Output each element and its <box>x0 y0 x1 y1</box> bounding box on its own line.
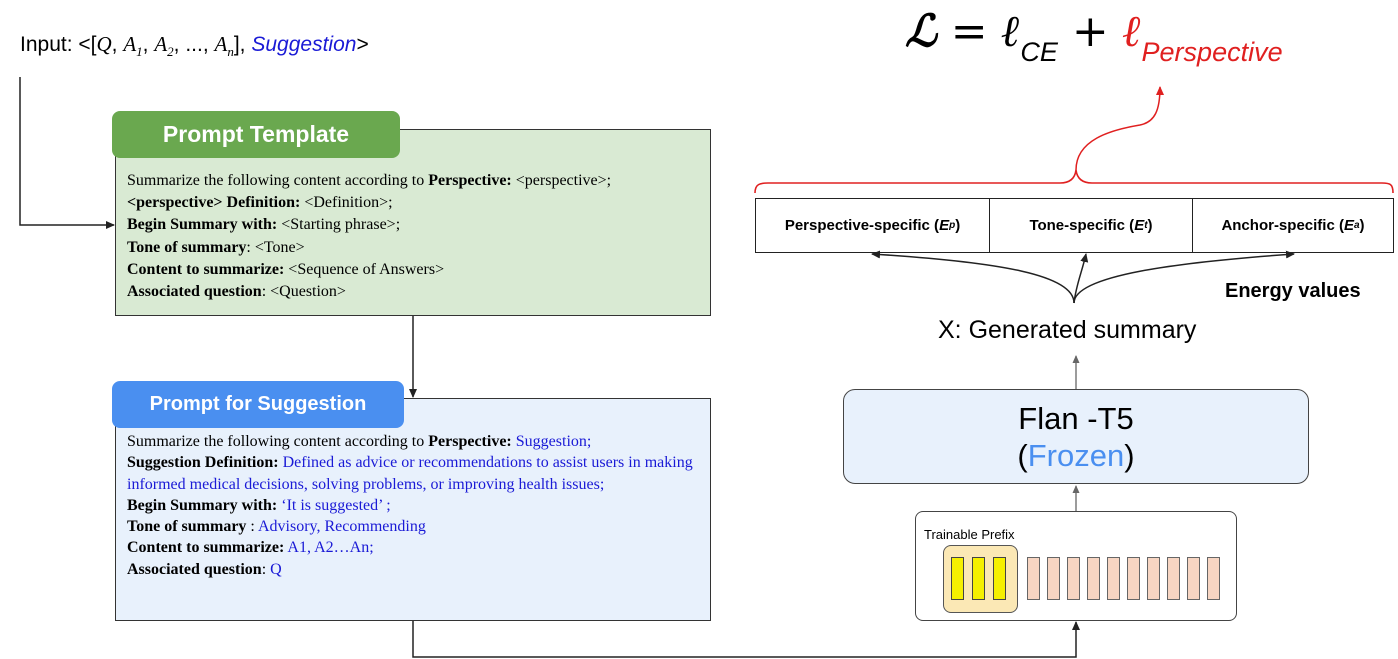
input-token <box>1167 557 1180 600</box>
trainable-prefix-token <box>993 557 1006 600</box>
input-to-template-arrow <box>19 77 115 229</box>
input-token <box>1207 557 1220 600</box>
suggestion-line: Suggestion Definition: Defined as advice… <box>127 454 693 493</box>
template-line: Associated question: <Question> <box>127 283 346 301</box>
input-token <box>1087 557 1100 600</box>
suggestion-line: Begin Summary with: ‘It is suggested’ ; <box>127 496 391 514</box>
trainable-prefix-token <box>972 557 985 600</box>
suggestion-line: Content to summarize: A1, A2…An; <box>127 539 374 557</box>
brace-to-loss-arrow <box>1075 86 1164 171</box>
prompt-template-title: Prompt Template <box>112 111 400 158</box>
prompt-suggestion-box <box>115 398 711 621</box>
input-token <box>1027 557 1040 600</box>
perspective-loss-label: Perspective <box>1141 37 1283 67</box>
trainable-prefix-token <box>951 557 964 600</box>
summary-to-perspective-energy-arrow <box>871 250 1075 304</box>
suggestion-label: Suggestion <box>251 33 357 56</box>
template-line: <perspective> Definition: <Definition>; <box>127 194 393 212</box>
input-token <box>1127 557 1140 600</box>
template-line: Summarize the following content accordin… <box>127 172 612 189</box>
summary-to-anchor-energy-arrow <box>1073 250 1295 304</box>
energy-brace <box>754 169 1394 194</box>
template-line: Content to summarize: <Sequence of Answe… <box>127 260 445 278</box>
input-token <box>1047 557 1060 600</box>
prompt-template-box <box>115 129 711 316</box>
generated-summary-label: X: Generated summary <box>938 316 1197 344</box>
input-token <box>1147 557 1160 600</box>
trainable-prefix-label: Trainable Prefix <box>924 527 1015 542</box>
model-name: Flan -T5 <box>1018 401 1134 436</box>
prompt-suggestion-text: Summarize the following content accordin… <box>127 431 702 580</box>
model-status: (Frozen) <box>1017 438 1135 473</box>
suggestion-to-prefix-arrow <box>412 621 1080 658</box>
suggestion-line: Associated question: Q <box>127 560 282 578</box>
input-token <box>1067 557 1080 600</box>
prompt-suggestion-title: Prompt for Suggestion <box>112 381 404 428</box>
flan-t5-model-box: Flan -T5 (Frozen) <box>843 389 1309 484</box>
loss-equation: ℒ = ℓCE + ℓPerspective <box>905 6 1283 67</box>
suggestion-line: Summarize the following content accordin… <box>127 433 592 450</box>
input-description: Input: <[Q, A1, A2, ..., An], Suggestion… <box>20 32 369 60</box>
template-line: Begin Summary with: <Starting phrase>; <box>127 216 401 234</box>
template-line: Tone of summary: <Tone> <box>127 238 305 256</box>
energy-values-caption: Energy values <box>1225 280 1361 302</box>
input-token <box>1107 557 1120 600</box>
prompt-template-text: Summarize the following content accordin… <box>127 170 707 303</box>
suggestion-line: Tone of summary : Advisory, Recommending <box>127 518 426 536</box>
input-token <box>1187 557 1200 600</box>
